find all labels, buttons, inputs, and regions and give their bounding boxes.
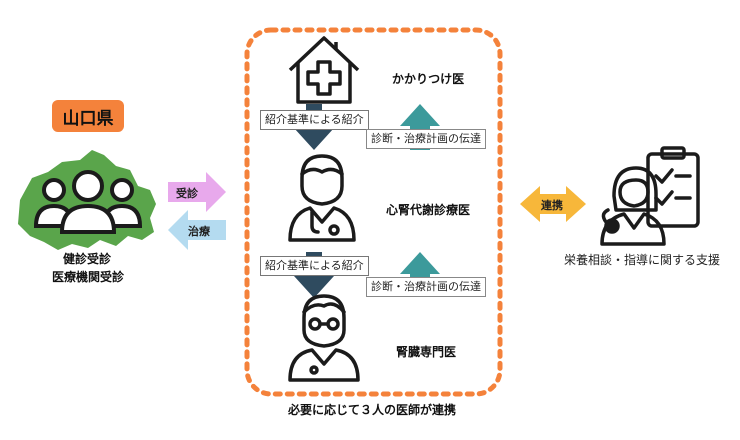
nephrologist-doctor-icon — [288, 294, 360, 382]
nephrologist-label: 腎臓専門医 — [396, 345, 457, 359]
cooperation-arrow — [520, 186, 586, 222]
consult-arrow — [168, 172, 226, 212]
cardio-renal-doctor-label: 心腎代謝診療医 — [386, 203, 471, 217]
collaboration-frame — [244, 27, 503, 397]
patient-label-checkup: 健診受診 — [63, 252, 112, 266]
transmit-label-bottom: 診断・治療計画の伝達 — [366, 277, 486, 297]
referral-label-top: 紹介基準による紹介 — [260, 110, 369, 130]
nutrition-support-label: 栄養相談・指導に関する支援 — [564, 253, 721, 267]
cardio-renal-doctor-icon — [288, 154, 356, 242]
referral-label-bottom: 紹介基準による紹介 — [260, 256, 369, 276]
collaboration-note: 必要に応じて３人の医師が連携 — [288, 403, 457, 417]
cooperation-arrow-label: 連携 — [541, 199, 563, 212]
treatment-arrow-label: 治療 — [188, 225, 210, 238]
nutritionist-icon — [600, 146, 700, 246]
people-group-icon — [33, 170, 143, 234]
transmit-label-top: 診断・治療計画の伝達 — [366, 129, 486, 149]
patient-label-visit: 医療機関受診 — [52, 270, 125, 284]
consult-arrow-label: 受診 — [176, 187, 198, 200]
treatment-arrow — [168, 210, 226, 250]
prefecture-badge: 山口県 — [52, 100, 124, 132]
family-doctor-label: かかりつけ医 — [392, 72, 465, 86]
clinic-house-icon — [288, 36, 360, 104]
